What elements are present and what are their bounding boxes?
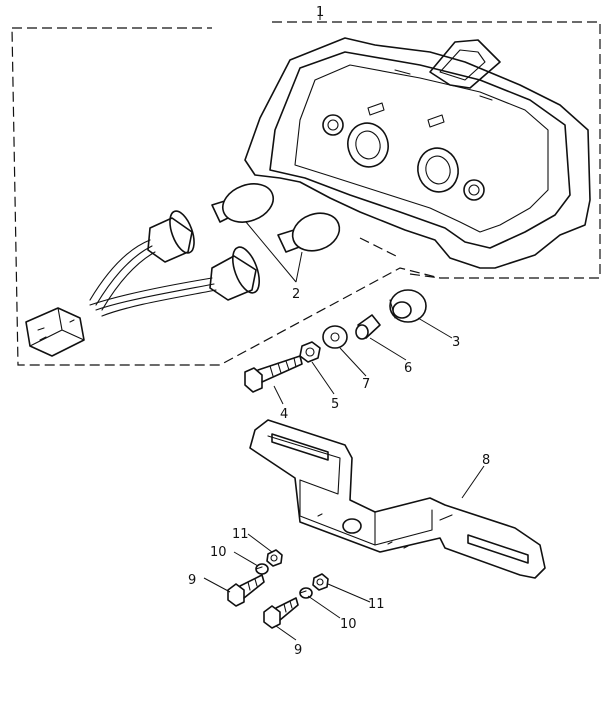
screw-right [263, 597, 299, 629]
callout-10-left: 10 [210, 545, 227, 560]
callout-9-right: 9 [294, 643, 302, 658]
spring-washer-left [255, 563, 269, 575]
bolt [244, 355, 303, 393]
grommet [389, 289, 427, 323]
nut-right [312, 573, 329, 591]
bulb-upper [211, 183, 274, 223]
callout-11-right: 11 [368, 597, 385, 612]
callout-11-left: 11 [232, 527, 249, 542]
socket-harness [25, 210, 260, 357]
callout-1: 1 [316, 5, 324, 20]
license-plate-bracket [249, 419, 546, 579]
bulb-lower [277, 212, 341, 253]
callout-6: 6 [404, 361, 412, 376]
spring-washer-right [299, 587, 313, 599]
nut [299, 341, 321, 363]
collar [355, 314, 381, 340]
callout-9-left: 9 [188, 573, 196, 588]
callout-5: 5 [331, 397, 339, 412]
plain-washer [322, 325, 348, 349]
nut-left [266, 549, 283, 567]
callout-10-right: 10 [340, 617, 357, 632]
tail-light-housing [244, 37, 591, 269]
callout-3: 3 [452, 335, 460, 350]
screw-left [227, 574, 265, 607]
callout-4: 4 [280, 407, 288, 422]
leader-lines [203, 8, 485, 641]
callout-2: 2 [292, 287, 300, 302]
callout-7: 7 [362, 377, 370, 392]
callout-8: 8 [482, 453, 490, 468]
assembly-boundary-dashed [11, 21, 601, 366]
